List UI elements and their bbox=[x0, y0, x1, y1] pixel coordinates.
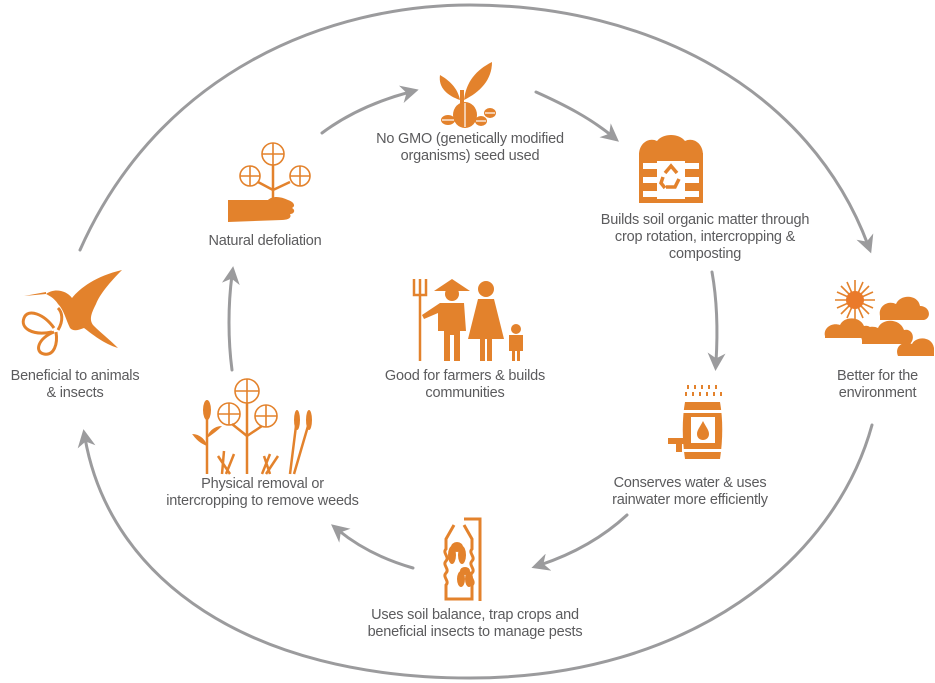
label-line: rainwater more efficiently bbox=[612, 492, 768, 508]
label-pests: Uses soil balance, trap crops and benefi… bbox=[330, 607, 620, 641]
label-line: Beneficial to animals bbox=[10, 368, 140, 384]
hand-cotton-icon bbox=[228, 142, 311, 222]
label-line: organisms) seed used bbox=[400, 148, 540, 164]
label-farmers: Good for farmers & builds communities bbox=[360, 368, 570, 402]
label-line: & insects bbox=[46, 385, 104, 401]
label-line: environment bbox=[838, 385, 917, 401]
label-line: Builds soil organic matter through bbox=[600, 212, 810, 228]
farmer-family-icon bbox=[412, 279, 523, 361]
label-line: Physical removal or bbox=[201, 476, 324, 492]
label-line: No GMO (genetically modified bbox=[376, 131, 564, 147]
label-line: composting bbox=[668, 246, 742, 262]
label-water: Conserves water & uses rainwater more ef… bbox=[580, 475, 800, 509]
inner-arrow-water-to-pests bbox=[531, 513, 629, 571]
label-defoliation: Natural defoliation bbox=[180, 233, 350, 250]
rain-barrel-icon bbox=[668, 385, 723, 459]
label-line: Good for farmers & builds bbox=[384, 368, 546, 384]
label-line: Better for the bbox=[836, 368, 919, 384]
label-line: communities bbox=[425, 385, 505, 401]
inner-arrow-soil-to-water bbox=[707, 270, 726, 371]
hummingbird-butterfly-icon bbox=[21, 270, 122, 356]
seedling-seeds-icon bbox=[439, 62, 496, 128]
label-line: intercropping to remove weeds bbox=[166, 493, 359, 509]
label-line: beneficial insects to manage pests bbox=[367, 624, 583, 640]
label-line: Uses soil balance, trap crops and bbox=[371, 607, 579, 623]
inner-arrow-pests-to-weeds bbox=[331, 524, 415, 570]
label-soil: Builds soil organic matter through crop … bbox=[575, 212, 835, 263]
label-no-gmo: No GMO (genetically modified organisms) … bbox=[340, 131, 600, 165]
outer-arrow-bottom bbox=[77, 423, 874, 680]
inner-arrow-weeds-to-defol bbox=[221, 266, 240, 372]
label-beneficial: Beneficial to animals & insects bbox=[0, 368, 150, 402]
compost-bin-recycle-icon bbox=[639, 135, 703, 203]
label-environment: Better for the environment bbox=[820, 368, 935, 402]
label-line: crop rotation, intercropping & bbox=[614, 229, 796, 245]
sun-clouds-icon bbox=[824, 280, 934, 356]
label-line: Natural defoliation bbox=[208, 233, 322, 249]
outer-arrow-top bbox=[78, 3, 874, 254]
label-line: Conserves water & uses bbox=[613, 475, 767, 491]
cotton-crops-weeds-icon bbox=[192, 378, 312, 475]
inner-arrow-seed-to-soil bbox=[534, 90, 619, 142]
label-weeds: Physical removal or intercropping to rem… bbox=[140, 476, 385, 510]
insect-trap-bottle-icon bbox=[443, 517, 482, 601]
inner-arrow-defol-to-seed bbox=[320, 85, 419, 135]
